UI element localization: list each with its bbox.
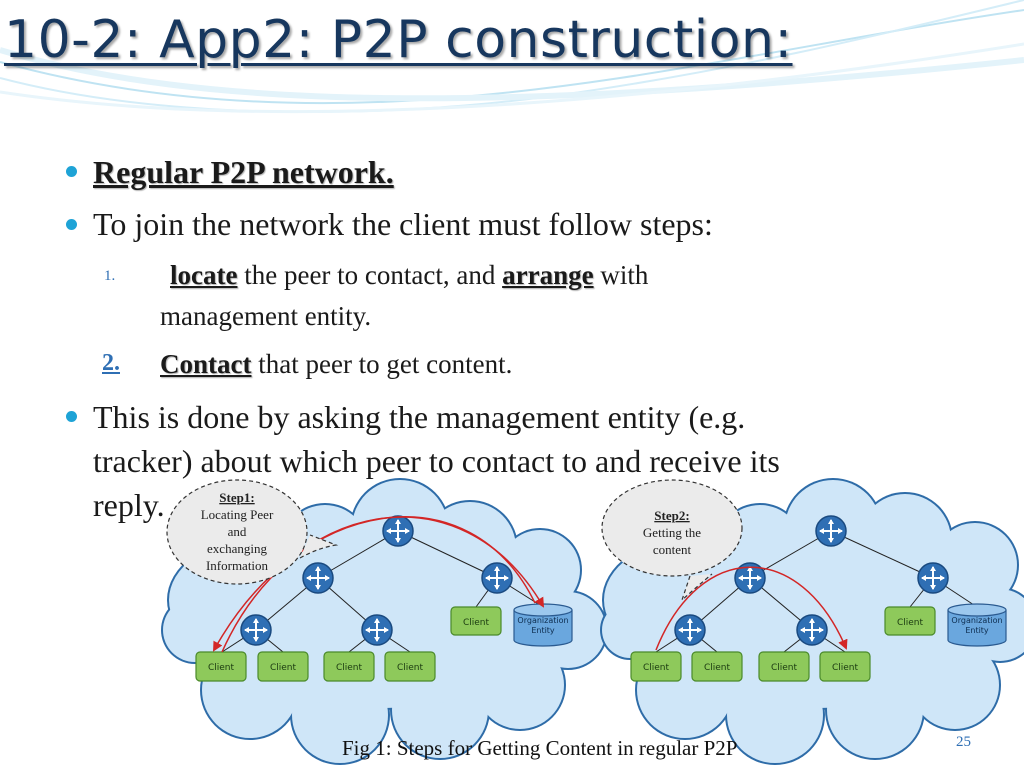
client-node: Client — [257, 651, 309, 682]
client-node: Client — [884, 606, 936, 636]
keyword-contact: Contact — [160, 349, 252, 379]
client-label: Client — [897, 618, 924, 628]
step2-title: Step2: — [654, 508, 689, 523]
client-node: Client — [195, 651, 247, 682]
step2-callout: Step2: Getting the content — [601, 479, 743, 602]
client-label: Client — [270, 663, 297, 673]
router-icon — [481, 562, 513, 594]
entity-label: Organization — [517, 616, 568, 625]
client-label: Client — [704, 663, 731, 673]
client-label: Client — [208, 663, 235, 673]
keyword-arrange: arrange — [502, 260, 594, 290]
step-number: 2. — [102, 350, 120, 376]
client-node: Client — [450, 606, 502, 636]
client-label: Client — [463, 618, 490, 628]
client-node: Client — [819, 651, 871, 682]
step-text: that peer to get content. — [251, 349, 513, 379]
arrows-left — [213, 516, 545, 653]
callout-text: and — [228, 524, 247, 539]
client-node: Client — [384, 651, 436, 682]
bullet-management-line-2: tracker) about which peer to contact to … — [93, 443, 780, 479]
router-icon — [240, 614, 272, 646]
callout-text: exchanging — [207, 541, 267, 556]
step-1-line-2: management entity. — [160, 301, 372, 331]
organization-entity: Organization Entity — [947, 603, 1007, 647]
client-label: Client — [336, 663, 363, 673]
bullet-dot — [66, 411, 77, 422]
step-number: 1. — [104, 268, 116, 284]
step-text: with — [593, 260, 649, 290]
page-number: 25 — [956, 734, 971, 750]
bullet-heading: Regular P2P network. — [93, 154, 394, 190]
step1-callout: Step1: Locating Peer and exchanging Info… — [166, 479, 339, 585]
callout-text: Information — [206, 558, 269, 573]
client-node: Client — [758, 651, 810, 682]
client-node: Client — [630, 651, 682, 682]
step-text: the peer to contact, and — [237, 260, 503, 290]
router-icon — [302, 562, 334, 594]
step-1-line-1: locate the peer to contact, and arrange … — [170, 256, 648, 294]
step1-title: Step1: — [219, 490, 254, 505]
bullet-management-line-3: reply. — [93, 487, 165, 523]
keyword-locate: locate — [170, 260, 238, 290]
client-label: Client — [832, 663, 859, 673]
bullet-management-line-1: This is done by asking the management en… — [93, 399, 746, 435]
router-icon — [361, 614, 393, 646]
router-icon — [382, 515, 414, 547]
entity-label: Entity — [531, 626, 555, 635]
router-icon — [674, 614, 706, 646]
entity-label: Entity — [965, 626, 989, 635]
client-node: Client — [691, 651, 743, 682]
router-icon — [815, 515, 847, 547]
client-node: Client — [323, 651, 375, 682]
bullet-dot — [66, 219, 77, 230]
client-label: Client — [771, 663, 798, 673]
step-2: Contact that peer to get content. — [160, 345, 512, 383]
callout-text: Locating Peer — [201, 507, 274, 522]
bullet-join-steps: To join the network the client must foll… — [93, 206, 713, 242]
figure-caption: Fig 1: Steps for Getting Content in regu… — [342, 736, 738, 760]
client-label: Client — [643, 663, 670, 673]
router-icon — [917, 562, 949, 594]
callout-text: content — [653, 542, 692, 557]
client-label: Client — [397, 663, 424, 673]
slide-title: 10-2: App2: P2P construction: — [4, 10, 793, 70]
callout-text: Getting the — [643, 525, 701, 540]
organization-entity: Organization Entity — [513, 603, 573, 647]
header-decoration — [0, 0, 1024, 114]
router-icon — [796, 614, 828, 646]
bullet-dot — [66, 166, 77, 177]
bullet-regular-p2p: Regular P2P network. — [93, 150, 394, 194]
entity-label: Organization — [951, 616, 1002, 625]
arrows-right — [655, 566, 848, 651]
